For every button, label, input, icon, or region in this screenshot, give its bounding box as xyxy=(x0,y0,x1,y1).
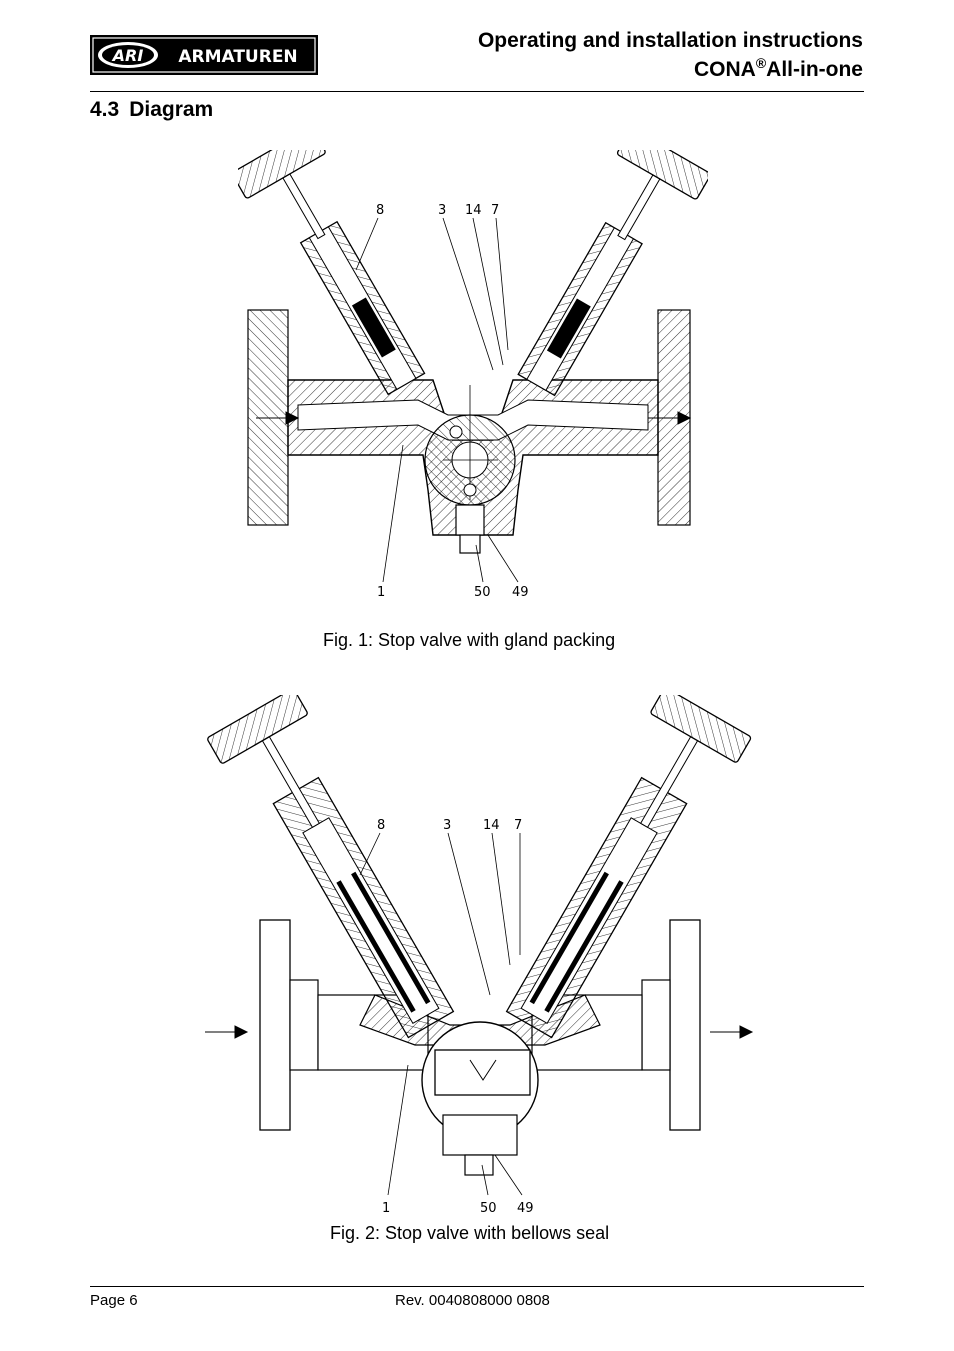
part-label: 49 xyxy=(512,585,529,600)
part-label: 50 xyxy=(474,585,491,600)
footer-rule xyxy=(90,1286,864,1287)
part-label: 8 xyxy=(376,203,384,218)
product-variant: All-in-one xyxy=(766,58,863,81)
registered-mark: ® xyxy=(755,55,767,71)
page-number: Page 6 xyxy=(90,1292,138,1309)
section-heading: 4.3 Diagram xyxy=(90,98,213,122)
ari-armaturen-logo: ARI ARMATUREN xyxy=(90,35,318,75)
section-title: Diagram xyxy=(129,98,214,121)
part-label: 7 xyxy=(491,203,499,218)
part-label: 1 xyxy=(382,1201,390,1216)
part-label: 14 xyxy=(483,818,500,833)
part-label: 8 xyxy=(377,818,385,833)
title-line-2: CONA®All-in-one xyxy=(478,55,863,84)
part-label: 14 xyxy=(465,203,482,218)
figure-2-valve-drawing: 8 3 14 7 1 50 49 xyxy=(205,695,754,1216)
header-rule xyxy=(90,91,864,92)
part-label: 7 xyxy=(514,818,522,833)
figure-1-caption: Fig. 1: Stop valve with gland packing xyxy=(323,630,616,650)
part-label: 3 xyxy=(443,818,451,833)
logo-armaturen-text: ARMATUREN xyxy=(178,47,297,67)
figure-1-valve-drawing: 8 3 14 7 1 50 49 xyxy=(238,150,708,600)
part-label: 3 xyxy=(438,203,446,218)
part-label: 49 xyxy=(517,1201,534,1216)
figure-2-caption: Fig. 2: Stop valve with bellows seal xyxy=(330,1223,610,1243)
product-name: CONA xyxy=(694,58,756,81)
logo-ari-text: ARI xyxy=(111,46,144,65)
title-line-1: Operating and installation instructions xyxy=(477,29,863,52)
document-title: Operating and installation instructions … xyxy=(478,26,863,84)
revision-number: Rev. 0040808000 0808 xyxy=(395,1292,550,1309)
part-label: 1 xyxy=(377,585,385,600)
section-number: 4.3 xyxy=(90,98,120,121)
part-label: 50 xyxy=(480,1201,497,1216)
